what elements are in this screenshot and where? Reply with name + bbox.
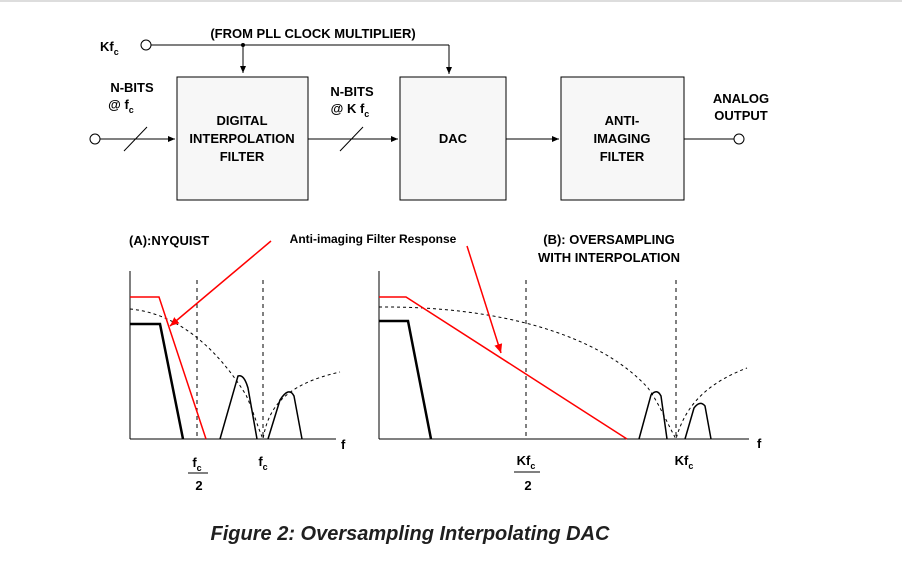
plot-b-filter-response [379,296,628,440]
interp-label-line2: INTERPOLATION [189,131,294,146]
nbits-input-line1: N-BITS [110,80,154,95]
clock-junction-dot [241,43,245,47]
oversampling-plot-title-line2: WITH INTERPOLATION [538,250,680,265]
analog-output-terminal [733,133,745,145]
anti-label-line3: FILTER [600,149,645,164]
interp-label-line1: DIGITAL [216,113,267,128]
annotation-arrow-nyquist [169,240,272,327]
plot-a-tick-half-fc: fc [192,455,201,473]
plot-a-tick-half-fc-denominator: 2 [195,478,202,493]
output-label-line2: OUTPUT [714,108,768,123]
plot-a-sinc-envelope [129,308,341,441]
oversampling-plot-title-line1: (B): OVERSAMPLING [543,232,674,247]
plot-b-tick-half-kfc: Kfc [517,453,536,471]
plot-a-baseband-signal [130,322,185,440]
interp-label-line3: FILTER [220,149,265,164]
plot-b-sinc-envelope [378,306,748,441]
plot-b-tick-kfc: Kfc [675,453,694,471]
anti-imaging-filter-block [560,76,685,201]
annotation-arrow-oversampling [466,245,503,354]
dac-label: DAC [439,131,468,146]
output-label-line1: ANALOG [713,91,769,106]
bus-slash-1 [123,126,148,152]
nyquist-plot-title: (A):NYQUIST [129,233,209,248]
data-input-terminal [89,133,101,145]
plot-b-baseband-signal [379,319,433,440]
plot-a-filter-response [130,296,207,440]
plot-b-f-label: f [757,436,762,451]
pll-clock-label: (FROM PLL CLOCK MULTIPLIER) [210,26,415,41]
nbits-mid-line1: N-BITS [330,84,374,99]
anti-label-line2: IMAGING [593,131,650,146]
kfc-input-label: Kfc [100,39,119,57]
plot-a-image-upper [267,391,303,440]
nbits-mid-line2: @ K fc [331,101,370,119]
plot-b-image-lower [638,391,668,440]
figure-caption: Figure 2: Oversampling Interpolating DAC [211,523,610,545]
plot-a-image-lower [219,375,258,440]
plot-a-tick-fc: fc [258,454,267,472]
dac-block [399,76,507,201]
filter-response-annotation: Anti-imaging Filter Response [290,232,457,246]
digital-interpolation-filter-block [176,76,309,201]
nyquist-plot: f fc 2 fc [129,271,346,493]
kfc-input-terminal [140,39,152,51]
oversampling-plot: f Kfc 2 Kfc [378,271,762,493]
nbits-input-line2: @ fc [108,97,134,115]
plot-b-tick-half-kfc-denominator: 2 [524,478,531,493]
plot-a-f-label: f [341,437,346,452]
anti-label-line1: ANTI- [605,113,640,128]
plot-b-image-upper [684,402,712,440]
bus-slash-2 [339,126,364,152]
